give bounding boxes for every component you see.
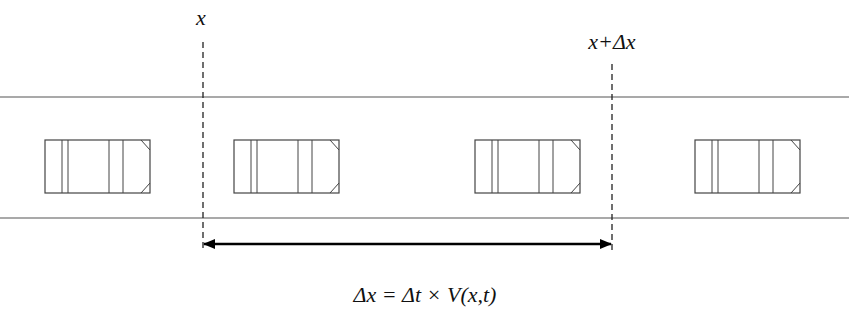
distance-arrow bbox=[204, 243, 611, 246]
car-line bbox=[712, 140, 713, 193]
road-edge bbox=[0, 96, 849, 97]
section-line bbox=[611, 64, 612, 252]
car-line bbox=[498, 140, 499, 193]
car-line bbox=[571, 140, 580, 150]
car bbox=[475, 140, 580, 193]
car-line bbox=[251, 140, 252, 193]
car-body bbox=[695, 140, 800, 193]
car-line bbox=[571, 183, 580, 193]
formula-label: Δx = Δt × V(x,t) bbox=[352, 283, 499, 307]
car-line bbox=[773, 140, 774, 193]
car-line bbox=[791, 140, 800, 150]
car-line bbox=[68, 140, 69, 193]
car-line bbox=[492, 140, 493, 193]
car-line bbox=[62, 140, 63, 193]
car-line bbox=[330, 140, 339, 150]
car-line bbox=[141, 183, 150, 193]
car bbox=[45, 140, 150, 193]
road-edge bbox=[0, 217, 849, 218]
car-body bbox=[475, 140, 580, 193]
car-line bbox=[312, 140, 313, 193]
car-line bbox=[298, 140, 299, 193]
car-line bbox=[330, 183, 339, 193]
car-line bbox=[141, 140, 150, 150]
section-line bbox=[202, 42, 203, 252]
car-line bbox=[109, 140, 110, 193]
car-line bbox=[718, 140, 719, 193]
car bbox=[234, 140, 339, 193]
position-label: x bbox=[194, 6, 208, 30]
car-line bbox=[553, 140, 554, 193]
car-line bbox=[539, 140, 540, 193]
car-line bbox=[791, 183, 800, 193]
car-line bbox=[257, 140, 258, 193]
car bbox=[695, 140, 800, 193]
car-body bbox=[234, 140, 339, 193]
car-body bbox=[45, 140, 150, 193]
car-line bbox=[759, 140, 760, 193]
position-label: x+Δx bbox=[586, 30, 637, 54]
car-line bbox=[123, 140, 124, 193]
